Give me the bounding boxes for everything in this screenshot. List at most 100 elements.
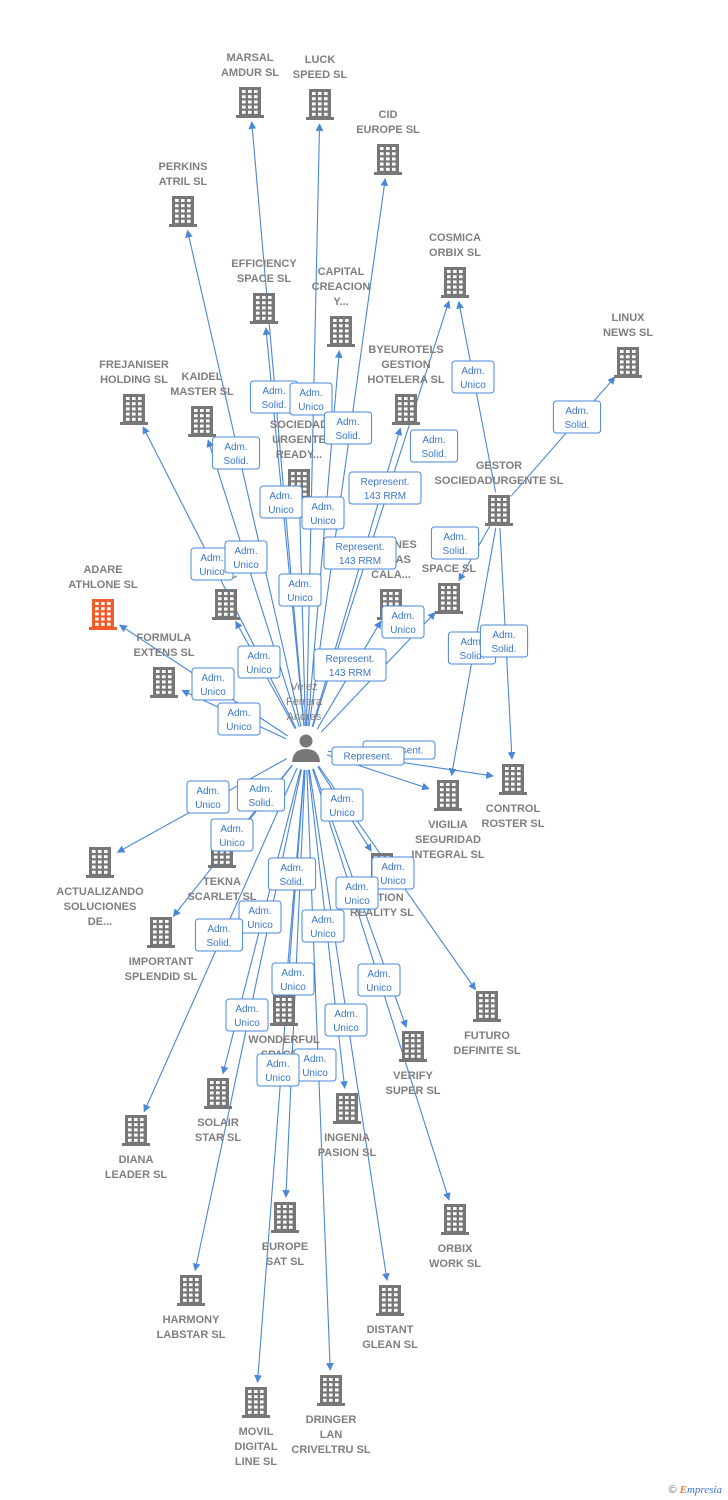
role-badge[interactable]: Adm.Unico [324,1003,368,1037]
role-badge[interactable]: Adm.Unico [381,605,425,639]
role-badge[interactable]: Represent.143 RRM [348,471,422,505]
role-badge-text: Unico [247,920,273,931]
role-badge[interactable]: Adm.Solid. [479,624,529,658]
person-label-line: Andres [287,711,322,723]
role-badge[interactable]: Adm.Unico [225,998,269,1032]
brand-logo[interactable]: Empresia [679,1484,722,1496]
role-badge[interactable]: Adm.Solid. [267,857,317,891]
role-badge[interactable]: Adm.Unico [293,1048,337,1082]
company-label-line: AMDUR SL [221,67,279,79]
company-label-line: ORBIX SL [429,247,481,259]
company-label-line: LINE SL [235,1456,277,1468]
role-badge[interactable]: Adm.Unico [371,856,415,890]
role-badge[interactable]: Adm.Unico [335,876,379,910]
role-badge[interactable]: Adm.Unico [357,963,401,997]
edge-velez-marsal [248,121,305,727]
company-label-line: REALITY SL [350,907,414,919]
role-badge[interactable]: Adm.Unico [210,818,254,852]
role-badge-text: 143 RRM [329,668,371,679]
role-badge-text: Adm. [234,546,257,557]
company-label-line: ROSTER SL [482,818,545,830]
company-node-actualizando[interactable]: ACTUALIZANDOSOLUCIONESDE... [56,847,144,928]
role-badge-text: Adm. [207,924,230,935]
role-badge[interactable]: Represent.143 RRM [323,536,397,570]
role-badge[interactable]: Represent.143 RRM [313,648,387,682]
company-label-line: HARMONY [163,1314,220,1326]
company-label-line: READY... [276,449,322,461]
role-badge[interactable]: Adm.Solid. [211,436,261,470]
role-badge[interactable]: Adm.Unico [259,485,303,519]
role-badge[interactable]: Adm.Unico [271,962,315,996]
role-badge[interactable]: Represent. [331,746,405,766]
role-badge[interactable]: Adm.Unico [238,900,282,934]
company-label-line: SOLUCIONES [64,901,137,913]
role-badge-text: Solid. [459,651,484,662]
role-badge-text: Unico [226,722,252,733]
role-badge[interactable]: Adm.Unico [278,573,322,607]
company-node-capital[interactable]: CAPITALCREACIONY... [312,266,371,347]
role-badge[interactable]: Adm.Unico [451,360,495,394]
role-badge[interactable]: Adm.Unico [186,780,230,814]
company-label-line: EXTENS SL [133,647,194,659]
role-badge[interactable]: Adm.Unico [224,540,268,574]
role-badge-text: Adm. [227,708,250,719]
role-badge[interactable]: Adm. Solid. [194,918,244,952]
role-badge[interactable]: Adm.Unico [191,667,235,701]
role-badge[interactable]: Adm.Unico [289,382,333,416]
role-badge-text: Solid. [206,938,231,949]
role-badge[interactable]: Adm.Unico [320,788,364,822]
role-badge[interactable]: Adm.Solid. [236,778,286,812]
company-label-line: MOVIL [239,1426,274,1438]
role-badge[interactable]: Adm. Unico [217,702,261,736]
role-badge[interactable]: Adm.Unico [256,1053,300,1087]
company-label-line: DRINGER [306,1414,357,1426]
role-badge[interactable]: Adm.Solid. [409,429,459,463]
company-label-line: CAPITAL [318,266,365,278]
company-label-line: EFFICIENCY [231,258,297,270]
company-label-line: CONTROL [486,803,541,815]
role-badge-text: Unico [199,567,225,578]
role-badge-text: Adm. [224,442,247,453]
role-badge[interactable]: Adm.Unico [301,909,345,943]
footer-credit[interactable]: © Empresia [668,1484,722,1496]
role-badge[interactable]: Adm.Solid. [552,400,602,434]
person-label-line: Velez [291,681,318,693]
company-node-control[interactable]: CONTROL ROSTER SL [482,764,545,830]
role-badge-text: Adm. [334,1009,357,1020]
role-badge[interactable]: Adm.Solid. [430,526,480,560]
building-icon [122,1115,150,1146]
role-badge[interactable]: Adm.Unico [237,645,281,679]
role-badge-text: Adm. [247,651,270,662]
role-badge[interactable]: Adm.Unico [301,496,345,530]
company-label-line: SPACE SL [422,563,476,575]
role-badge[interactable]: Adm.Solid. [323,411,373,445]
company-label-line: ATHLONE SL [68,579,138,591]
